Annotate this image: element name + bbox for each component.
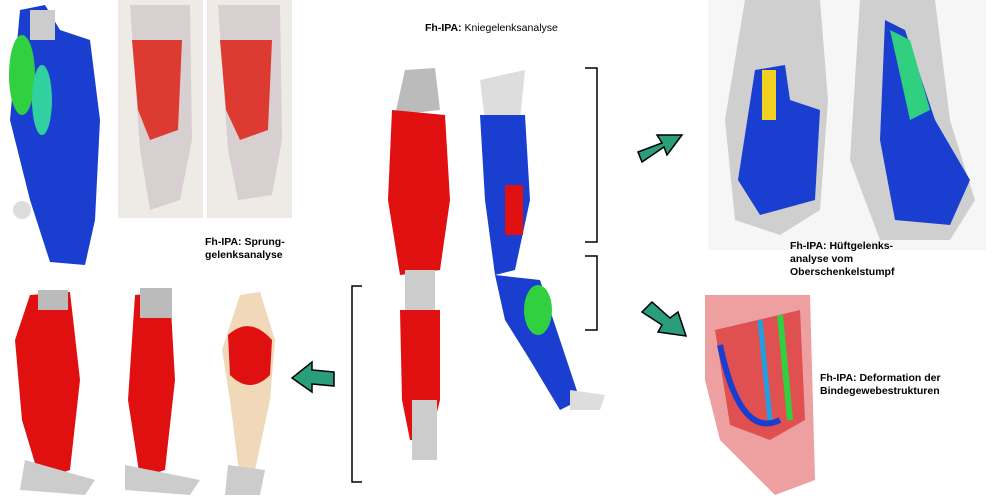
ankle-analysis-label: Fh-IPA: Sprung- gelenksanalyse [205, 236, 285, 262]
label-text: gelenksanalyse [205, 249, 283, 261]
arrow-to-deformation-icon [640, 300, 688, 337]
label-text: analyse vom [790, 253, 854, 265]
ankle-analysis-images [15, 288, 275, 495]
label-text: Kniegelenksanalyse [464, 22, 558, 34]
label-text: Oberschenkelstumpf [790, 266, 895, 278]
hip-analysis-images [708, 0, 986, 250]
label-prefix: Fh-IPA: [790, 240, 827, 252]
deformation-image [705, 295, 815, 495]
label-prefix: Fh-IPA: [425, 22, 462, 34]
bracket-lower-right [585, 255, 598, 331]
brackets [351, 67, 598, 483]
label-prefix: Fh-IPA: [820, 372, 857, 384]
arrow-to-hip-icon [637, 134, 684, 164]
knee-analysis-label: Fh-IPA: Kniegelenksanalyse [425, 22, 558, 35]
deformation-label: Fh-IPA: Deformation der Bindegewebestruk… [820, 372, 941, 398]
knee-analysis-blue-leg [480, 70, 605, 410]
label-text: Deformation der [859, 372, 941, 384]
label-prefix: Fh-IPA: [205, 236, 242, 248]
hip-analysis-label: Fh-IPA: Hüftgelenks- analyse vom Obersch… [790, 240, 894, 279]
bracket-upper-right [585, 67, 598, 243]
bracket-left [351, 285, 362, 483]
label-text: Sprung- [244, 236, 285, 248]
label-text: Bindegewebestrukturen [820, 385, 940, 397]
arrow-to-ankle-icon [290, 360, 335, 394]
leg-muscle-strain-image [9, 5, 100, 265]
label-text: Hüftgelenks- [829, 240, 894, 252]
leg-translucent-images [118, 0, 292, 218]
knee-analysis-red-leg [388, 68, 450, 460]
